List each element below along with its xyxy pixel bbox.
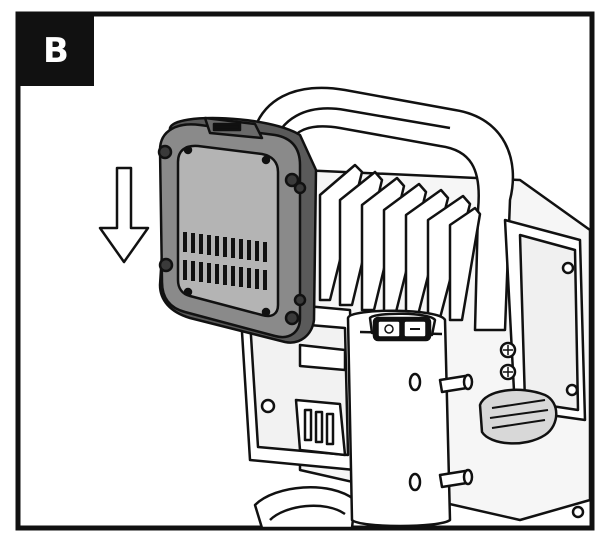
switch-housing: [346, 309, 452, 528]
step-label: B: [43, 31, 69, 71]
battery-vent-grille: [183, 232, 267, 290]
battery-pack: [157, 116, 318, 344]
arrow-down-icon: [98, 166, 150, 264]
power-on-icon: [384, 324, 394, 334]
adjustment-knob: [478, 388, 558, 445]
step-label-tab: B: [18, 14, 94, 86]
battery-terminals: [294, 343, 347, 457]
cooling-fins: [318, 163, 482, 322]
work-light-body: [238, 86, 592, 530]
power-switch: [372, 316, 432, 342]
